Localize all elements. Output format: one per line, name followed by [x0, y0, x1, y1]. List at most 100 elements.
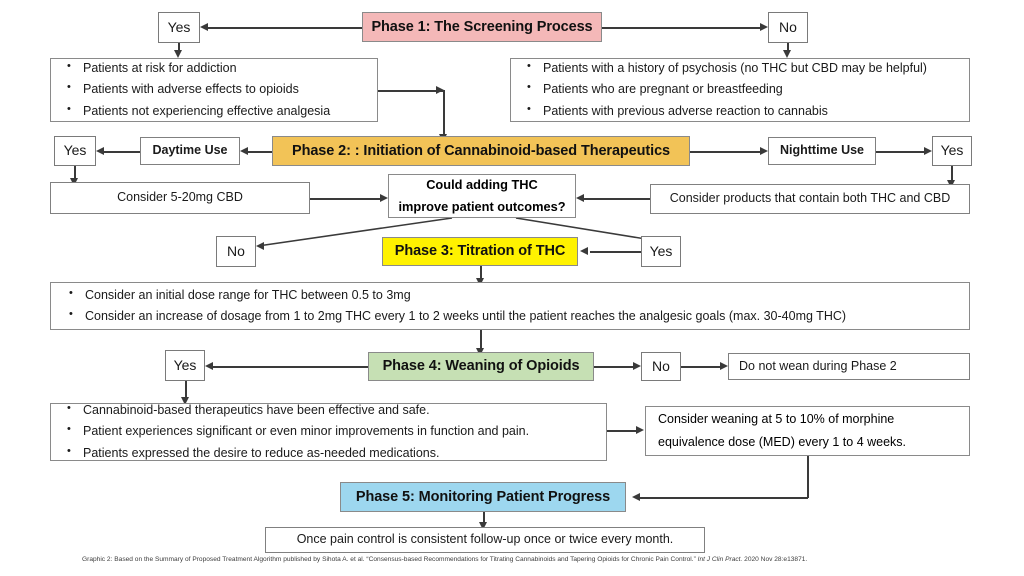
- phase2-nighttime-action-label: Consider products that contain both THC …: [669, 191, 951, 206]
- connector-phase5-down: [483, 512, 485, 524]
- connector-phase4bullets-to-weaning: [607, 430, 637, 432]
- connector-phase1-to-no: [602, 27, 760, 29]
- list-item: Patients with previous adverse reaction …: [527, 100, 959, 123]
- decision-yes-label: Yes: [649, 242, 673, 259]
- connector-phase4-to-yes: [213, 366, 368, 368]
- connector-both-to-decision: [584, 198, 650, 200]
- arrowhead-daytime-yes: [96, 147, 104, 155]
- citation-journal: Int J Clin Pract.: [697, 556, 743, 563]
- thc-decision-line2: improve patient outcomes?: [398, 199, 566, 214]
- phase1-banner-label: Phase 1: The Screening Process: [371, 18, 593, 35]
- connector-yescriteria-right: [378, 90, 444, 92]
- connector-no-to-donotwean: [681, 366, 720, 368]
- list-item: Patients expressed the desire to reduce …: [67, 442, 596, 465]
- arrowhead-phase2-nighttime: [760, 147, 768, 155]
- list-item: Patients who are pregnant or breastfeedi…: [527, 78, 959, 101]
- list-item: Cannabinoid-based therapeutics have been…: [67, 399, 596, 422]
- arrowhead-phase5-down: [479, 522, 487, 530]
- thc-decision-line1: Could adding THC: [426, 177, 538, 193]
- arrowhead-yescriteria-right: [436, 86, 444, 94]
- connector-nighttime-to-yes: [876, 151, 924, 153]
- decision-yes-box[interactable]: Yes: [641, 236, 681, 267]
- list-item: Patients with a history of psychosis (no…: [527, 57, 959, 80]
- connector-weaning-left-to-phase5: [640, 497, 808, 499]
- phase3-banner-label: Phase 3: Titration of THC: [394, 243, 566, 260]
- arrowhead-both-decision: [576, 194, 584, 202]
- phase3-dosing-box: Consider an initial dose range for THC b…: [50, 282, 970, 330]
- arrowhead-left-bullets: [174, 50, 182, 58]
- connector-phase1-to-yes: [208, 27, 362, 29]
- phase1-yes-box[interactable]: Yes: [158, 12, 200, 43]
- phase2-banner[interactable]: Phase 2: : Initiation of Cannabinoid-bas…: [272, 136, 690, 166]
- phase2-nighttime-yes-box[interactable]: Yes: [932, 136, 972, 166]
- arrowhead-weaning-phase5: [632, 493, 640, 501]
- arrowhead-phase1-no: [760, 23, 768, 31]
- arrowhead-nighttime-yes: [924, 147, 932, 155]
- weaning-line1: Consider weaning at 5 to 10% of morphine: [658, 411, 895, 426]
- phase5-followup-box: Once pain control is consistent follow-u…: [265, 527, 705, 553]
- phase1-no-box[interactable]: No: [768, 12, 808, 43]
- phase5-banner-label: Phase 5: Monitoring Patient Progress: [355, 488, 611, 505]
- connector-yes-to-phase3: [590, 251, 641, 253]
- arrowhead-cbd-decision: [380, 194, 388, 202]
- phase5-followup-label: Once pain control is consistent follow-u…: [296, 532, 674, 547]
- connector-phase4yes-down: [185, 381, 187, 399]
- phase1-no-label: No: [779, 18, 797, 35]
- phase4-banner-label: Phase 4: Weaning of Opioids: [382, 358, 580, 375]
- list-item: Patients with adverse effects to opioids: [67, 78, 367, 101]
- decision-no-label: No: [227, 242, 245, 259]
- phase4-no-action-box: Do not wean during Phase 2: [728, 353, 970, 380]
- phase4-banner[interactable]: Phase 4: Weaning of Opioids: [368, 352, 594, 381]
- connector-daytimeyes-down: [74, 166, 76, 180]
- phase2-nighttime-use-label: Nighttime Use: [779, 143, 865, 158]
- list-item: Patients at risk for addiction: [67, 57, 367, 80]
- connector-phase3-down: [480, 266, 482, 280]
- connector-phase2-to-nighttime: [690, 151, 760, 153]
- arrowhead-right-bullets: [783, 50, 791, 58]
- phase2-banner-label: Phase 2: : Initiation of Cannabinoid-bas…: [292, 142, 670, 159]
- arrowhead-decision-no: [256, 242, 264, 250]
- arrowhead-phase4-yes: [205, 362, 213, 370]
- phase2-nighttime-action-box: Consider products that contain both THC …: [650, 184, 970, 214]
- arrowhead-no-donotwean: [720, 362, 728, 370]
- phase1-no-criteria-box: Patients with a history of psychosis (no…: [510, 57, 970, 123]
- list-item: Consider an initial dose range for THC b…: [69, 284, 959, 307]
- connector-phase3bullets-down: [480, 330, 482, 350]
- connector-weaning-down: [807, 456, 809, 498]
- citation-part2: 2020 Nov 28:e13871.: [742, 556, 808, 563]
- thc-decision-box: Could adding THC improve patient outcome…: [388, 174, 576, 218]
- phase1-yes-criteria-box: Patients at risk for addiction Patients …: [50, 57, 378, 123]
- weaning-instruction-box: Consider weaning at 5 to 10% of morphine…: [645, 406, 970, 456]
- phase2-nighttime-yes-label: Yes: [940, 142, 964, 159]
- phase2-daytime-yes-label: Yes: [63, 142, 87, 159]
- phase4-yes-label: Yes: [173, 356, 197, 373]
- connector-phase2-to-daytime: [248, 151, 272, 153]
- arrowhead-phase4-no: [633, 362, 641, 370]
- phase5-banner[interactable]: Phase 5: Monitoring Patient Progress: [340, 482, 626, 512]
- phase1-no-criteria-list: Patients with a history of psychosis (no…: [525, 57, 959, 123]
- phase1-banner[interactable]: Phase 1: The Screening Process: [362, 12, 602, 42]
- connector-down-to-phase2: [443, 90, 445, 136]
- phase4-yes-box[interactable]: Yes: [165, 350, 205, 381]
- phase2-daytime-use-label: Daytime Use: [152, 143, 228, 158]
- arrowhead-phase4bullets-weaning: [636, 426, 644, 434]
- list-item: Patient experiences significant or even …: [67, 420, 596, 443]
- arrowhead-phase1-yes: [200, 23, 208, 31]
- phase2-daytime-use-box[interactable]: Daytime Use: [140, 137, 240, 165]
- phase2-nighttime-use-box[interactable]: Nighttime Use: [768, 137, 876, 165]
- phase2-daytime-yes-box[interactable]: Yes: [54, 136, 96, 166]
- connector-no-to-right-bullets: [787, 43, 789, 52]
- phase2-daytime-action-box: Consider 5-20mg CBD: [50, 182, 310, 214]
- weaning-line2: equivalence dose (MED) every 1 to 4 week…: [658, 435, 907, 449]
- list-item: Patients not experiencing effective anal…: [67, 100, 367, 123]
- connector-daytime-to-yes: [104, 151, 140, 153]
- phase4-no-box[interactable]: No: [641, 352, 681, 381]
- citation-part1: Graphic 2: Based on the Summary of Propo…: [82, 556, 698, 563]
- phase3-dosing-list: Consider an initial dose range for THC b…: [67, 284, 959, 328]
- phase4-criteria-list: Cannabinoid-based therapeutics have been…: [65, 399, 596, 465]
- phase2-daytime-action-label: Consider 5-20mg CBD: [117, 190, 243, 205]
- connector-phase4-to-no: [594, 366, 633, 368]
- decision-no-box[interactable]: No: [216, 236, 256, 267]
- phase3-banner[interactable]: Phase 3: Titration of THC: [382, 237, 578, 266]
